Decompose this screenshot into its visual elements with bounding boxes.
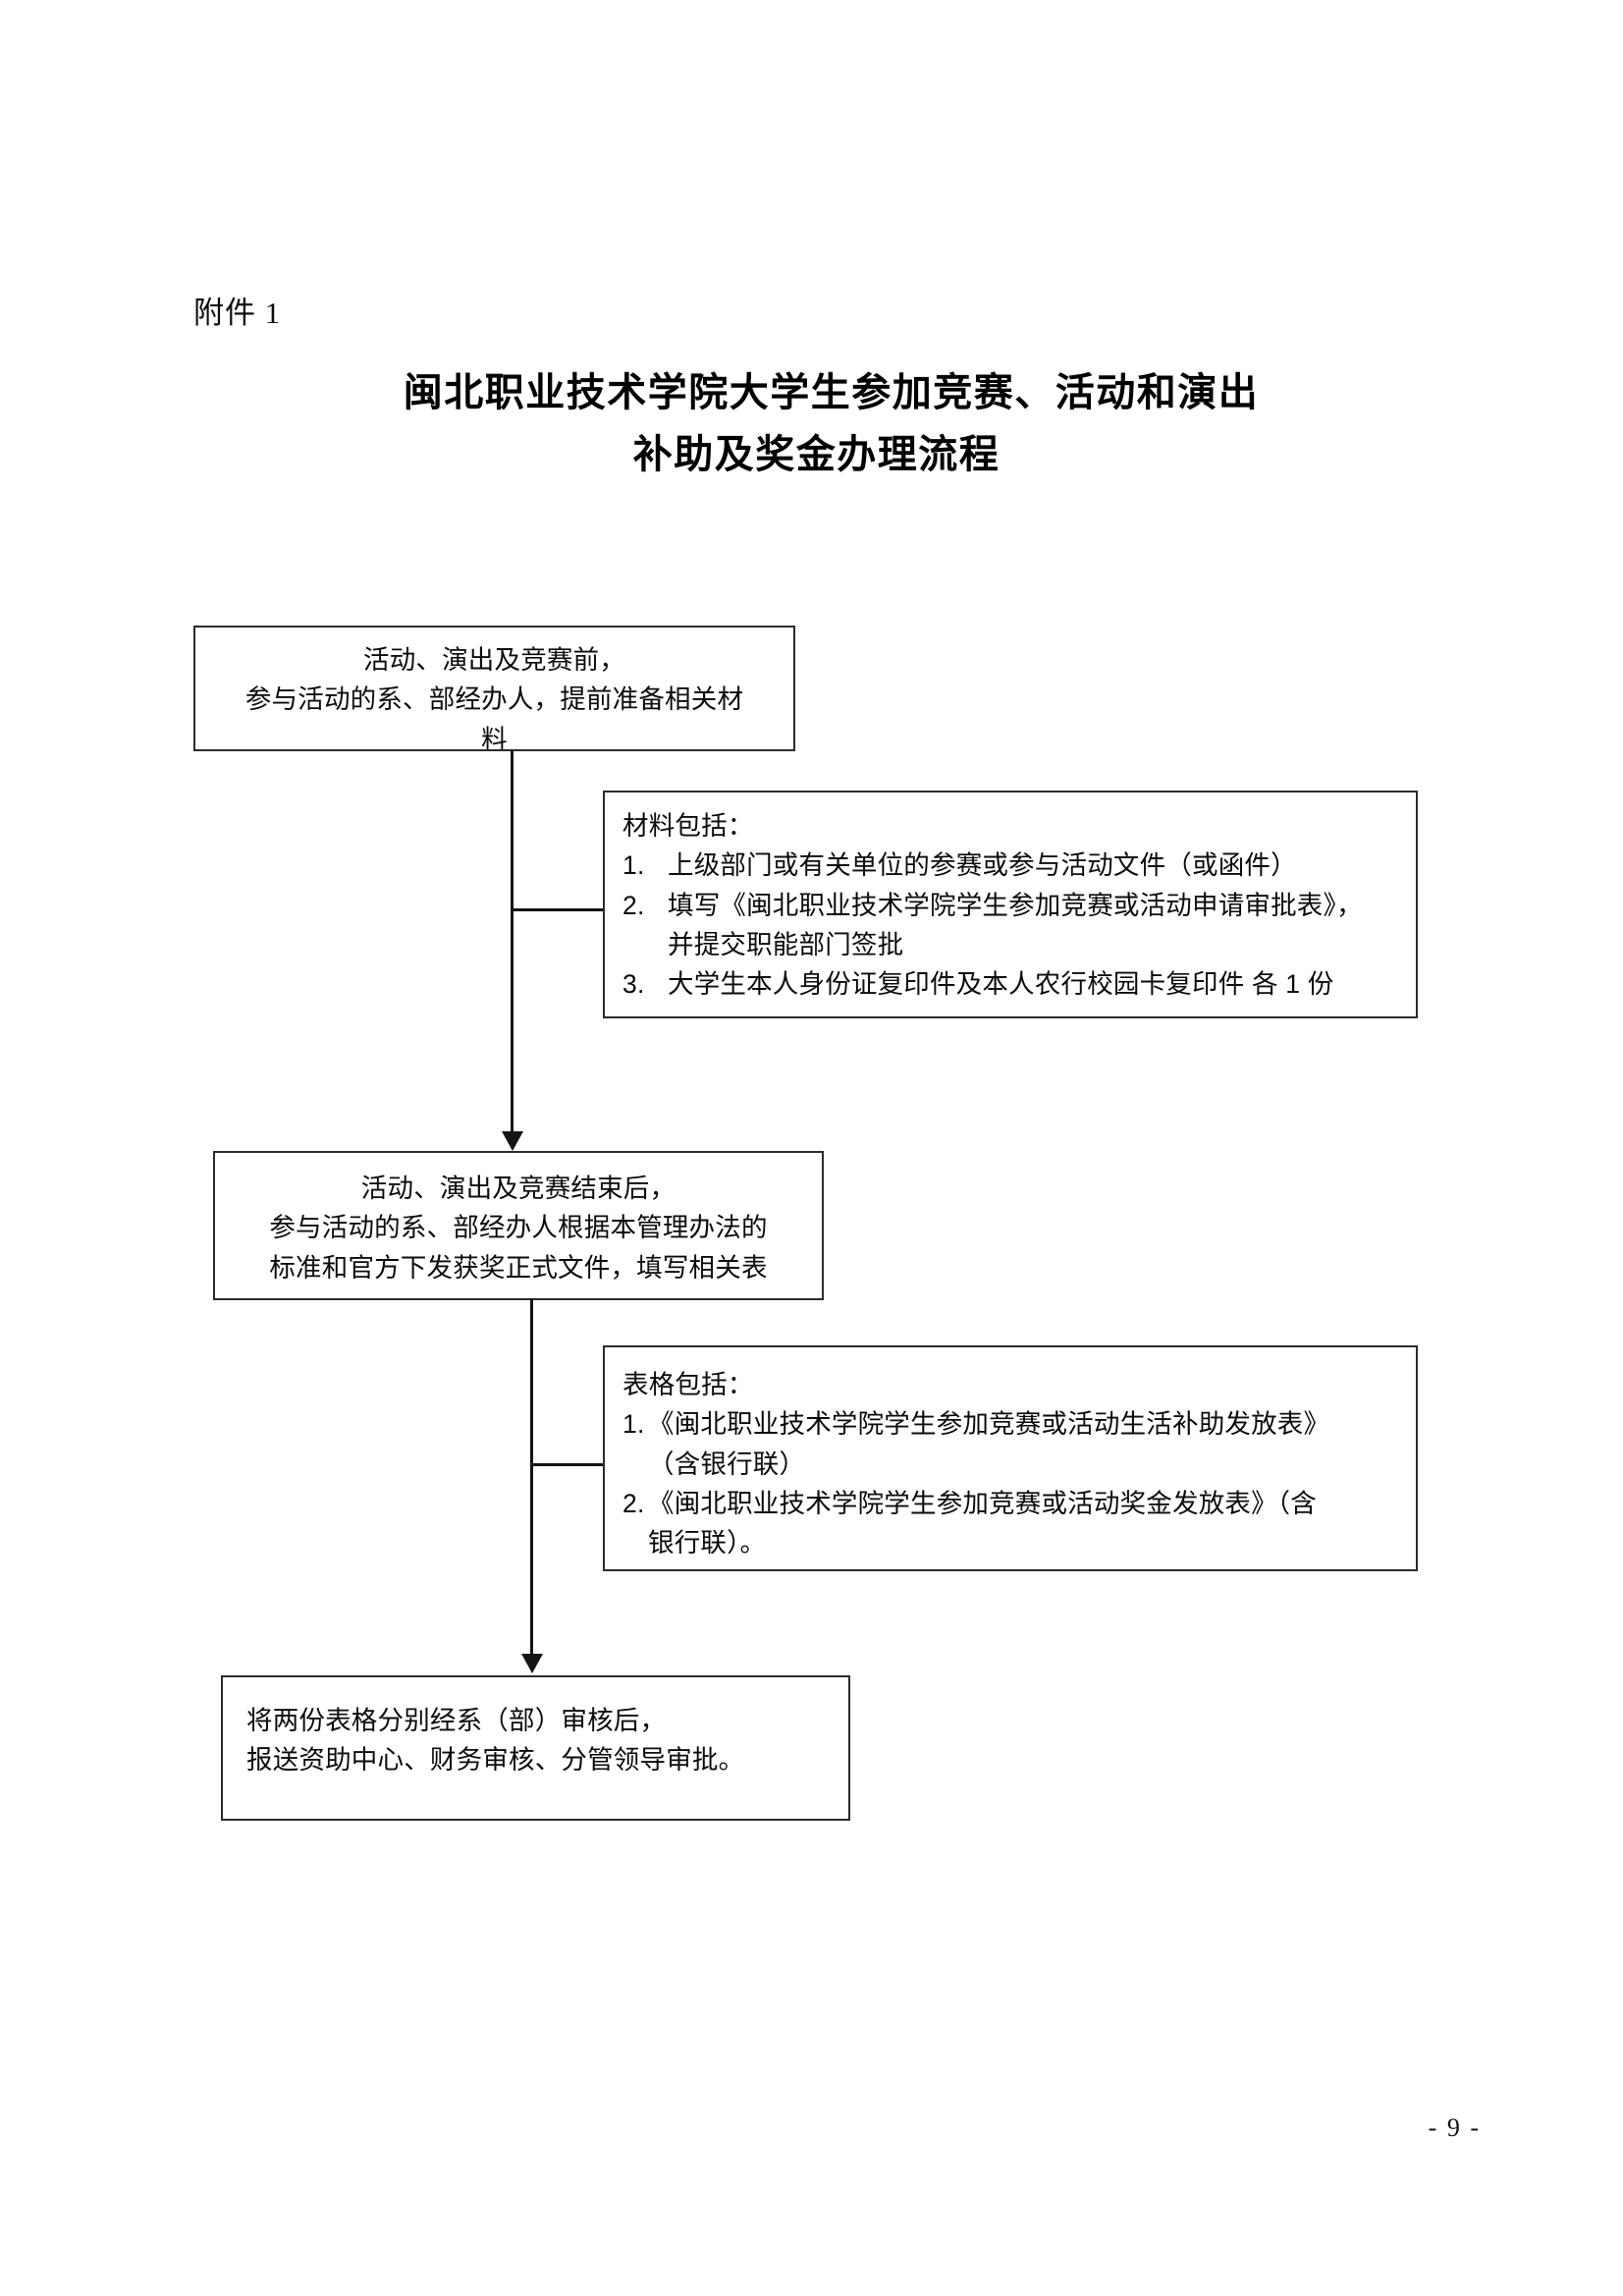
materials-item-1-text: 上级部门或有关单位的参赛或参与活动文件（或函件） (668, 850, 1297, 881)
flow-step-2-line-1: 活动、演出及竞赛结束后， (360, 1174, 676, 1203)
connector-line-step2-to-step3 (530, 1298, 533, 1654)
forms-item-2-text: 《闽北职业技术学院学生参加竞赛或活动奖金发放表》（含 (648, 1488, 1317, 1518)
flow-step-3-line-1: 将两份表格分别经系（部）审核后， (246, 1706, 667, 1735)
forms-item-1-number: 1. (622, 1409, 645, 1440)
flow-step-3-line-2: 报送资助中心、财务审核、分管领导审批。 (246, 1745, 745, 1776)
page-title-line-2: 补助及奖金办理流程 (632, 432, 1001, 477)
materials-item-2-text-cont: 并提交职能部门签批 (668, 929, 904, 959)
page-title: 闽北职业技术学院大学生参加竞赛、活动和演出 补助及奖金办理流程 (0, 361, 1623, 485)
flow-step-2-line-2: 参与活动的系、部经办人根据本管理办法的 (269, 1213, 768, 1243)
materials-item-1: 1. 上级部门或有关单位的参赛或参与活动文件（或函件） (622, 846, 1416, 885)
materials-item-2-text: 填写《闽北职业技术学院学生参加竞赛或活动申请审批表》， (668, 890, 1363, 920)
flow-step-box-1: 活动、演出及竞赛前， 参与活动的系、部经办人，提前准备相关材 料 (193, 626, 795, 751)
forms-item-1-text-cont: （含银行联） (648, 1449, 806, 1479)
forms-item-2-number: 2. (622, 1488, 645, 1518)
forms-item-2-text-cont: 银行联）。 (648, 1528, 767, 1558)
attachment-label: 附件 1 (193, 296, 282, 330)
page-number: - 9 - (1428, 2113, 1481, 2142)
materials-item-3-number: 3. (622, 969, 645, 1000)
arrow-head-icon-step3 (521, 1654, 543, 1673)
materials-item-3-text: 大学生本人身份证复印件及本人农行校园卡复印件 各 1 份 (668, 969, 1334, 1000)
flow-step-box-3: 将两份表格分别经系（部）审核后， 报送资助中心、财务审核、分管领导审批。 (221, 1675, 850, 1821)
materials-item-3: 3. 大学生本人身份证复印件及本人农行校园卡复印件 各 1 份 (622, 964, 1416, 1004)
arrow-head-icon-step2 (502, 1131, 523, 1151)
forms-heading: 表格包括： (622, 1370, 754, 1399)
flow-step-2-line-3: 标准和官方下发获奖正式文件，填写相关表 (269, 1252, 768, 1283)
note-box-forms: 表格包括： 1.《闽北职业技术学院学生参加竞赛或活动生活补助发放表》 （含银行联… (603, 1345, 1418, 1571)
connector-line-step1-to-step2 (511, 749, 514, 1134)
connector-branch-to-materials-note (511, 908, 605, 911)
flow-step-1-line-2: 参与活动的系、部经办人，提前准备相关材 (244, 684, 744, 715)
materials-heading: 材料包括： (622, 811, 754, 841)
flow-step-1-line-3: 料 (481, 724, 508, 751)
note-box-materials: 材料包括： 1. 上级部门或有关单位的参赛或参与活动文件（或函件） 2. 填写《闽北… (603, 791, 1418, 1018)
forms-item-1: 1.《闽北职业技术学院学生参加竞赛或活动生活补助发放表》 (622, 1404, 1416, 1444)
flow-step-1-line-1: 活动、演出及竞赛前， (363, 645, 625, 675)
forms-item-1-text: 《闽北职业技术学院学生参加竞赛或活动生活补助发放表》 (648, 1409, 1330, 1440)
flow-step-box-2: 活动、演出及竞赛结束后， 参与活动的系、部经办人根据本管理办法的 标准和官方下发… (213, 1151, 824, 1300)
materials-item-2-number: 2. (622, 890, 645, 920)
materials-item-2: 2. 填写《闽北职业技术学院学生参加竞赛或活动申请审批表》， (622, 886, 1416, 925)
forms-item-2: 2.《闽北职业技术学院学生参加竞赛或活动奖金发放表》（含 (622, 1484, 1416, 1523)
page-title-line-1: 闽北职业技术学院大学生参加竞赛、活动和演出 (403, 370, 1260, 414)
connector-branch-to-forms-note (530, 1463, 605, 1466)
materials-item-1-number: 1. (622, 850, 645, 881)
